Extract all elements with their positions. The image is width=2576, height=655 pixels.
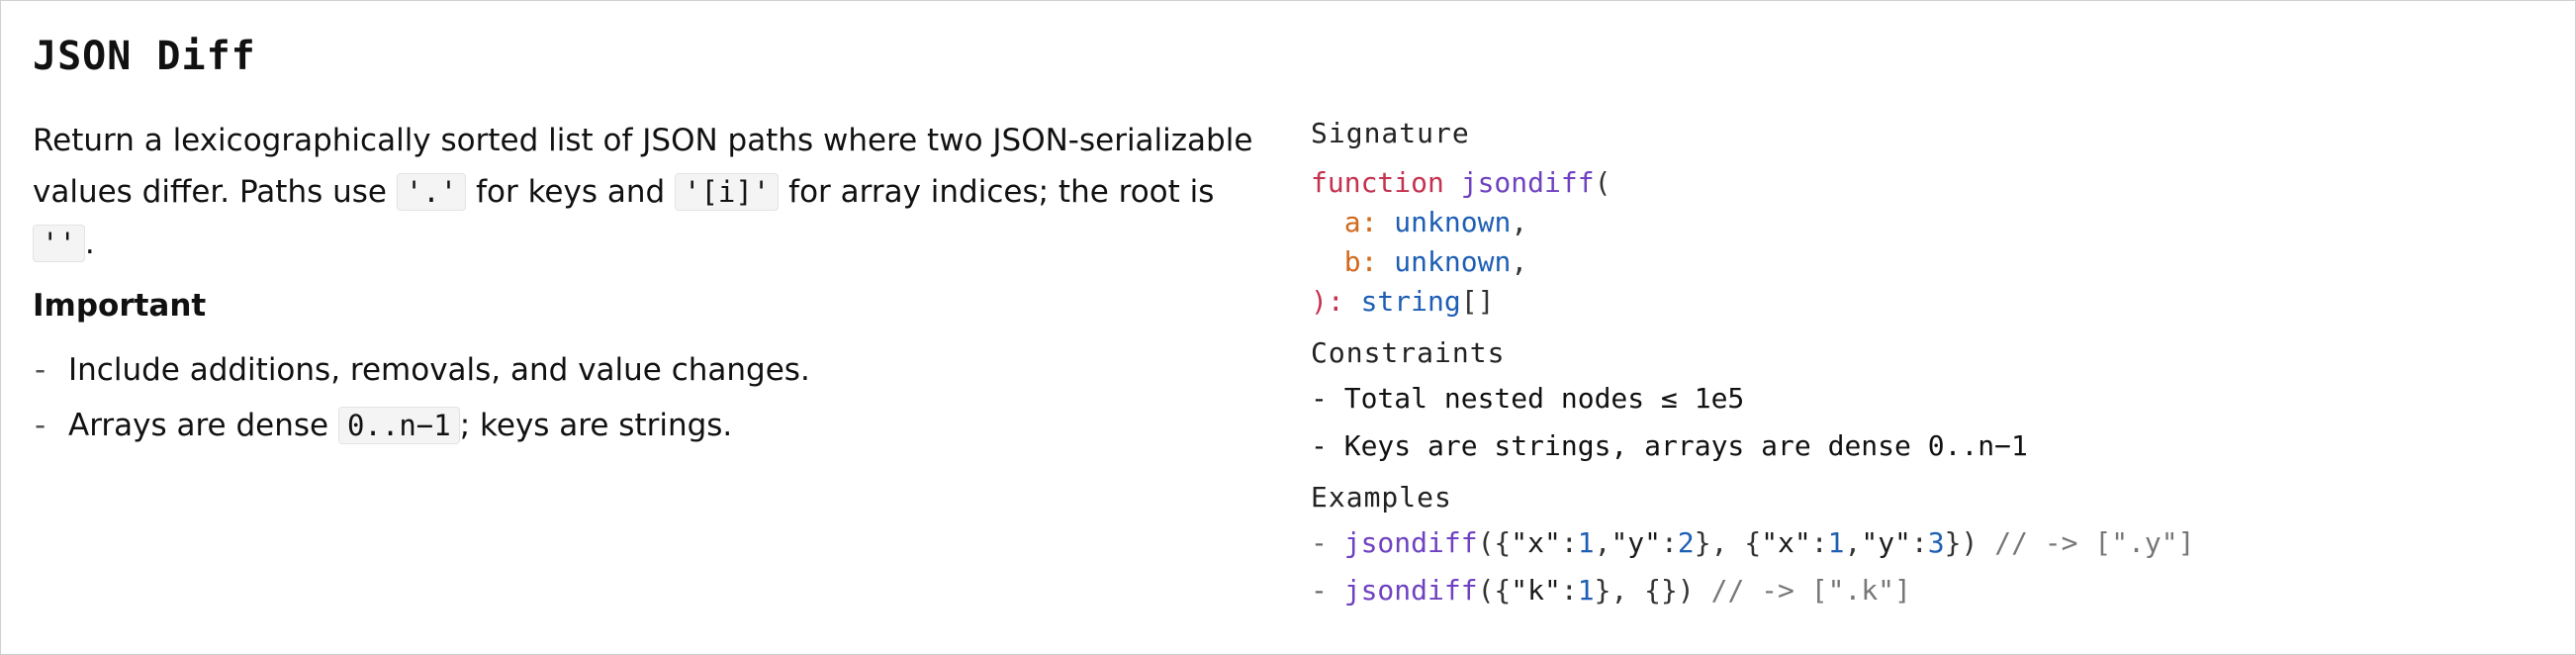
important-heading: Important bbox=[33, 288, 207, 324]
list-item: - Keys are strings, arrays are dense 0..… bbox=[1311, 429, 2028, 462]
signature-line: function jsondiff( bbox=[1311, 163, 2547, 203]
param-a: a bbox=[1343, 206, 1361, 238]
important-list: - Include additions, removals, and value… bbox=[33, 342, 1279, 453]
bullet-dash: - bbox=[1311, 574, 1344, 607]
function-name: jsondiff bbox=[1343, 574, 1478, 607]
inline-code-key-separator: '.' bbox=[396, 173, 467, 211]
list-item: - jsondiff({"k":1}, {}) // -> [".k"] bbox=[1311, 567, 2547, 614]
code-punct: ({ bbox=[1477, 526, 1512, 559]
page-title: JSON Diff bbox=[33, 34, 256, 79]
signature-heading: Signature bbox=[1311, 117, 1470, 149]
json-key: "x" bbox=[1511, 526, 1561, 559]
examples-heading: Examples bbox=[1311, 481, 1452, 514]
description-part: for array indices; the root is bbox=[779, 174, 1215, 210]
json-key: "k" bbox=[1511, 574, 1561, 607]
param-colon: : bbox=[1360, 245, 1378, 278]
function-name: jsondiff bbox=[1460, 166, 1595, 199]
inline-code-range: 0..n−1 bbox=[337, 407, 460, 444]
description-panel: Return a lexicographically sorted list o… bbox=[33, 115, 1279, 453]
code-punct: ({ bbox=[1477, 574, 1512, 607]
list-item-text: Arrays are dense bbox=[68, 408, 338, 443]
description-part: . bbox=[84, 226, 95, 261]
examples-list: - jsondiff({"x":1,"y":2}, {"x":1,"y":3})… bbox=[1311, 519, 2547, 614]
inline-code-root-path: '' bbox=[33, 225, 85, 262]
code-punct: }) bbox=[1944, 526, 1995, 559]
open-paren: ( bbox=[1594, 166, 1611, 199]
constraints-heading: Constraints bbox=[1311, 336, 1506, 369]
signature-line: ): string[] bbox=[1311, 282, 2547, 322]
code-punct: }, {}) bbox=[1594, 574, 1711, 607]
list-item: - Include additions, removals, and value… bbox=[33, 342, 1279, 398]
param-comma: , bbox=[1511, 206, 1528, 238]
signature-code: function jsondiff( a: unknown, b: unknow… bbox=[1311, 163, 2547, 322]
return-brackets: [] bbox=[1460, 285, 1495, 318]
code-punct: , bbox=[1594, 526, 1611, 559]
param-b: b bbox=[1343, 245, 1361, 278]
json-number: 3 bbox=[1927, 526, 1945, 559]
constraints-list: - Total nested nodes ≤ 1e5 - Keys are st… bbox=[1311, 375, 2547, 470]
code-punct: : bbox=[1560, 526, 1578, 559]
json-number: 1 bbox=[1827, 526, 1845, 559]
json-number: 1 bbox=[1577, 526, 1595, 559]
param-b-type: unknown bbox=[1394, 245, 1512, 278]
bullet-dash: - bbox=[35, 408, 46, 443]
code-punct: : bbox=[1661, 526, 1678, 559]
spec-panel: Signature function jsondiff( a: unknown,… bbox=[1311, 112, 2547, 614]
bullet-dash: - bbox=[35, 352, 46, 388]
code-punct: }, { bbox=[1694, 526, 1762, 559]
return-type: string bbox=[1360, 285, 1461, 318]
description-text: Return a lexicographically sorted list o… bbox=[33, 115, 1279, 269]
code-comment: // -> [".k"] bbox=[1710, 574, 1911, 607]
keyword-function: function bbox=[1311, 166, 1444, 199]
description-part: for keys and bbox=[466, 174, 676, 210]
function-name: jsondiff bbox=[1343, 526, 1478, 559]
code-punct: : bbox=[1910, 526, 1928, 559]
signature-line: a: unknown, bbox=[1311, 203, 2547, 242]
list-item: - jsondiff({"x":1,"y":2}, {"x":1,"y":3})… bbox=[1311, 519, 2547, 567]
bullet-dash: - bbox=[1311, 526, 1344, 559]
inline-code-array-index: '[i]' bbox=[675, 173, 780, 211]
list-item-text: Include additions, removals, and value c… bbox=[68, 352, 810, 388]
code-punct: , bbox=[1844, 526, 1862, 559]
json-key: "y" bbox=[1861, 526, 1911, 559]
code-punct: : bbox=[1560, 574, 1578, 607]
code-punct: : bbox=[1810, 526, 1828, 559]
code-comment: // -> [".y"] bbox=[1994, 526, 2195, 559]
json-key: "y" bbox=[1610, 526, 1662, 559]
param-colon: : bbox=[1360, 206, 1378, 238]
list-item: - Total nested nodes ≤ 1e5 bbox=[1311, 382, 1745, 415]
param-comma: , bbox=[1511, 245, 1528, 278]
list-item: - Arrays are dense 0..n−1; keys are stri… bbox=[33, 398, 1279, 453]
list-item-text: ; keys are strings. bbox=[459, 408, 733, 443]
json-number: 1 bbox=[1577, 574, 1595, 607]
signature-line: b: unknown, bbox=[1311, 242, 2547, 282]
json-number: 2 bbox=[1677, 526, 1695, 559]
param-a-type: unknown bbox=[1394, 206, 1512, 238]
close-paren: ): bbox=[1311, 285, 1344, 318]
json-key: "x" bbox=[1761, 526, 1811, 559]
description-part: Return a lexicographically sorted list o… bbox=[33, 123, 1253, 210]
